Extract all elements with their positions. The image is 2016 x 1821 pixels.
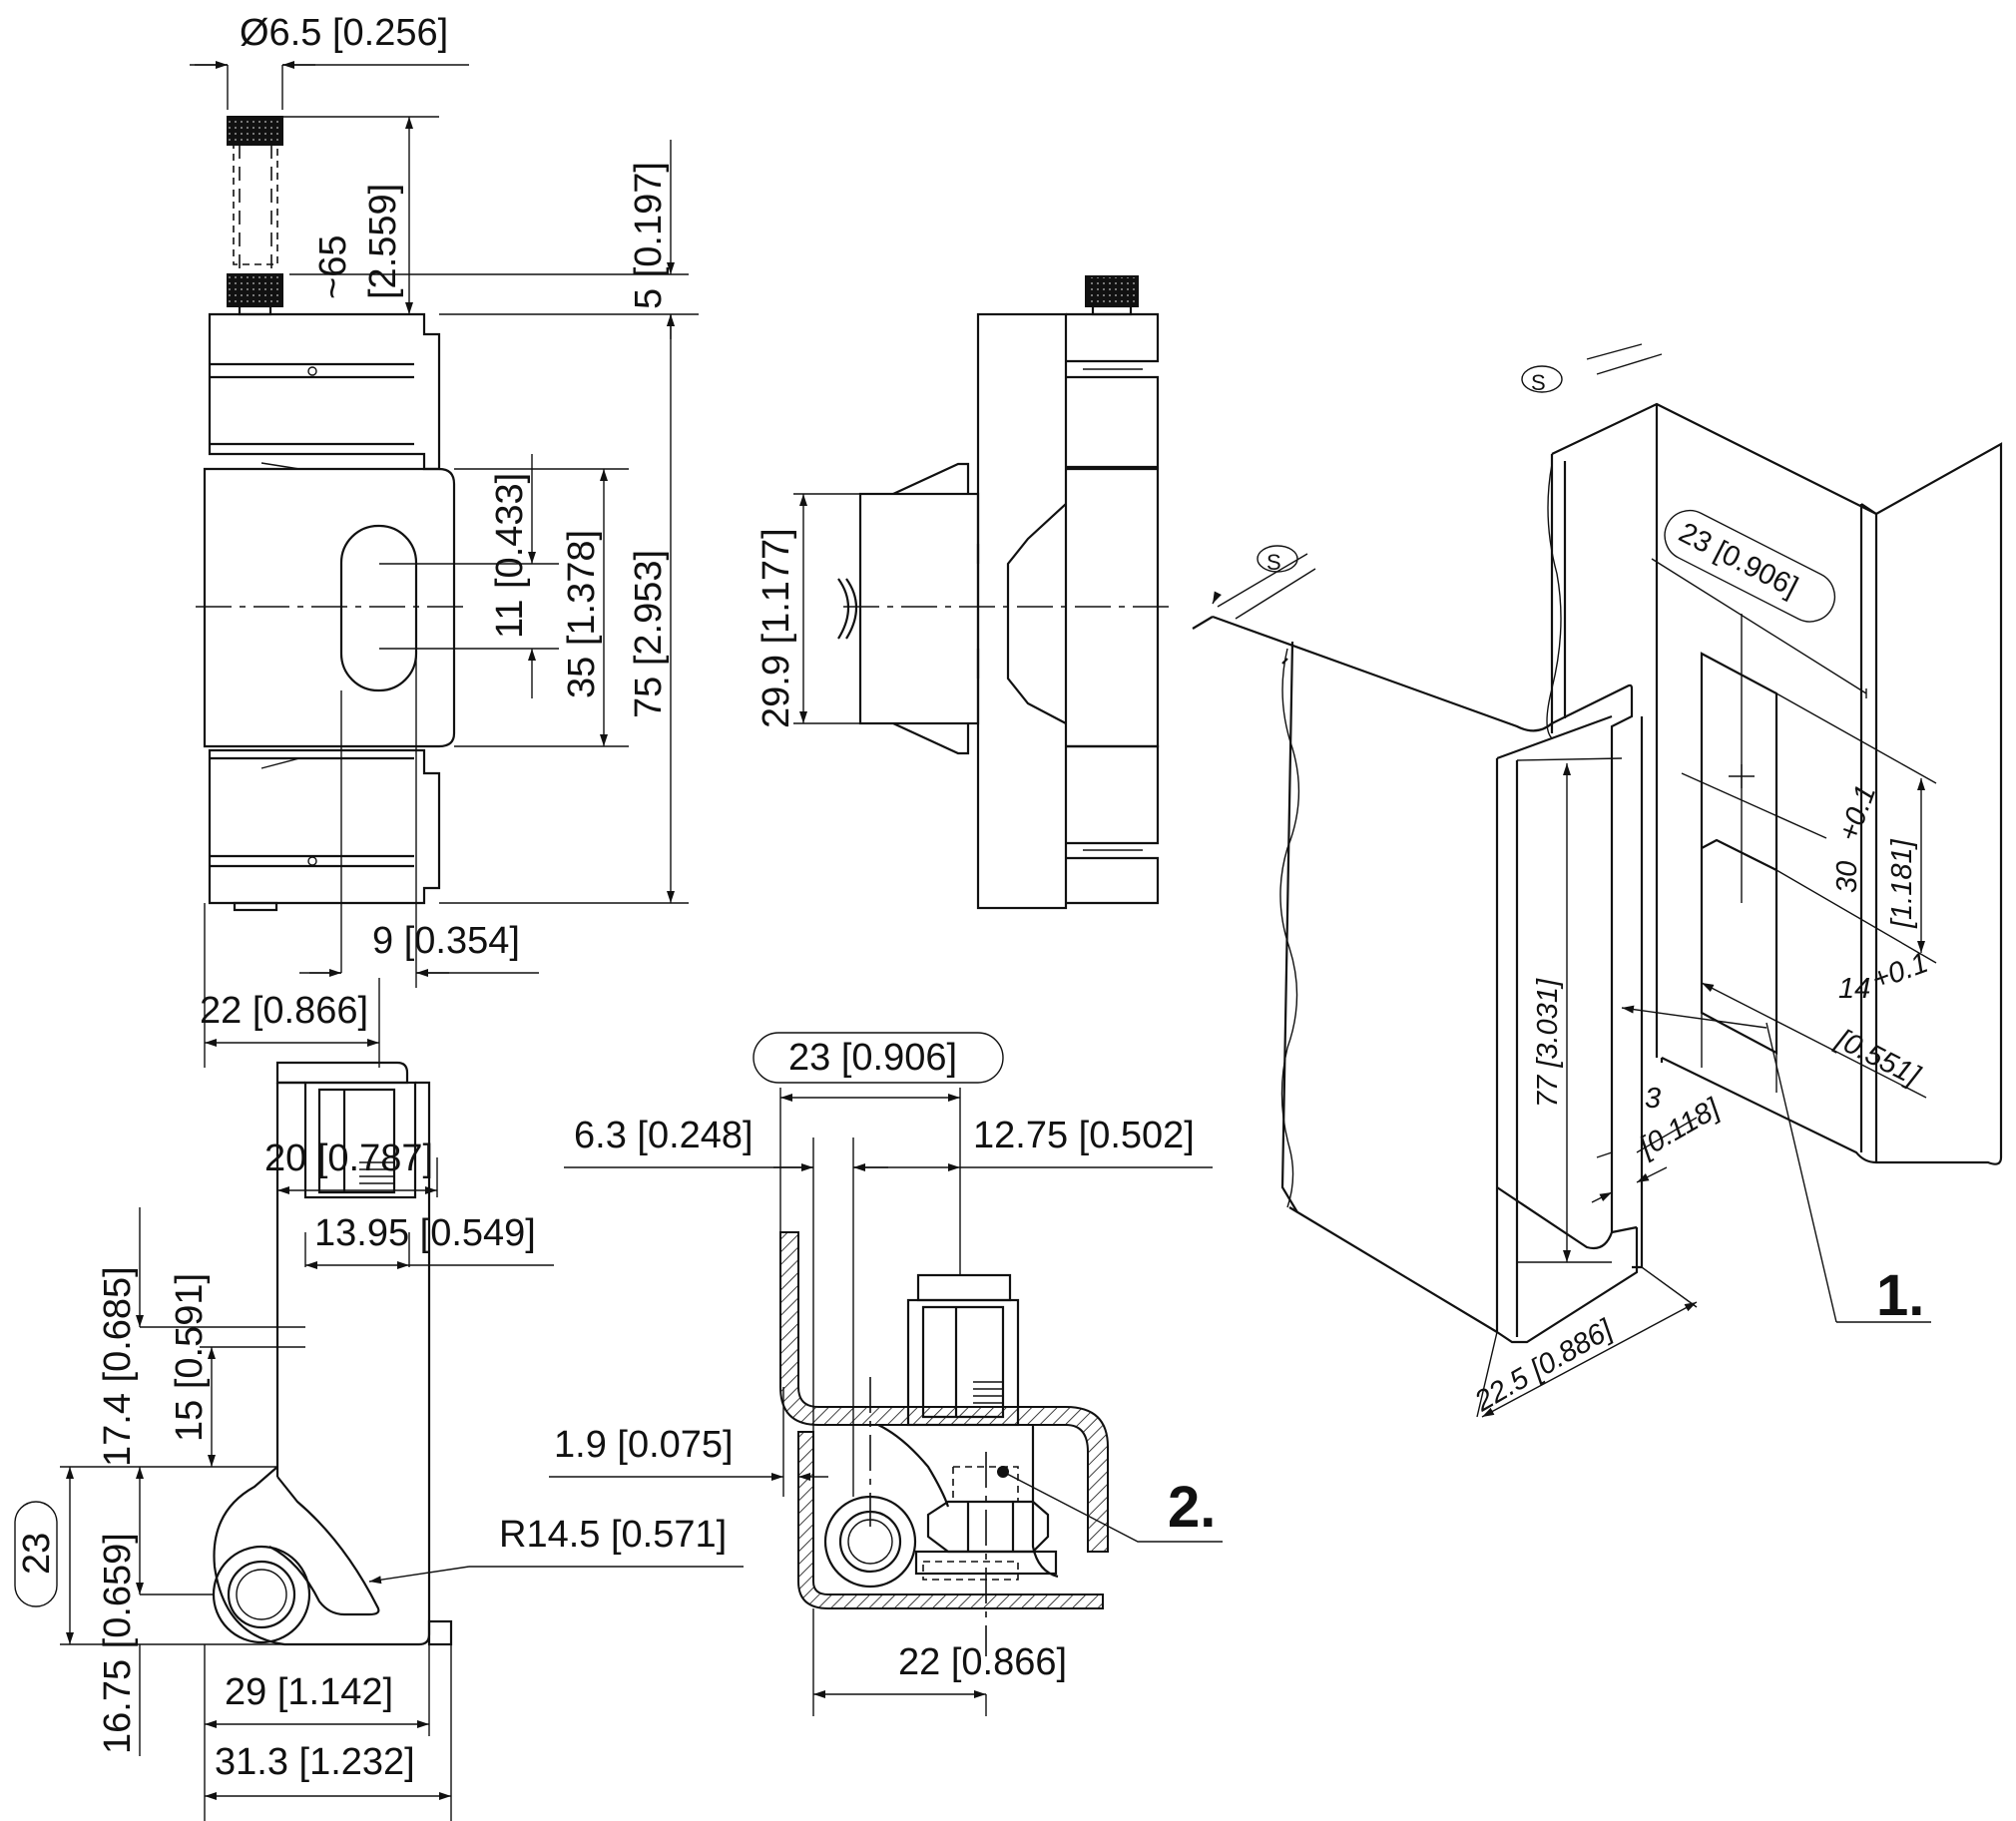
door-sheet xyxy=(1212,615,1634,1250)
cutout-opening xyxy=(1700,652,1778,1055)
height-16-75-label: 16.75 [0.659] xyxy=(97,1533,139,1754)
top-view: 20 [0.787] 13.95 [0.549] 17.4 [0.685] 15… xyxy=(14,1061,744,1821)
cutout-view: S S 23 [0.906] 30 +0.1 [1.181] 14 +0.1 [… xyxy=(1192,343,2003,1419)
bracket-height-label: 29.9 [1.177] xyxy=(756,528,797,728)
base-22-label: 22 [0.866] xyxy=(898,1641,1067,1683)
side-knob xyxy=(1085,275,1139,307)
lower-body xyxy=(208,748,441,905)
width-31-3-label: 31.3 [1.232] xyxy=(215,1741,415,1783)
width-13-95-label: 13.95 [0.549] xyxy=(314,1212,536,1254)
sheet-symbol-2 xyxy=(1521,365,1563,393)
boxed-23-label: 23 xyxy=(16,1533,58,1575)
width-14-inch-label: [0.551] xyxy=(1830,1023,1925,1093)
sheet-symbol-1-label: S xyxy=(1266,550,1281,575)
section-knob xyxy=(916,1273,1012,1302)
overall-height-label: 75 [2.953] xyxy=(628,550,670,718)
cutout-boxed-23-label: 23 [0.906] xyxy=(1674,517,1802,604)
width-20-label: 20 [0.787] xyxy=(264,1138,433,1179)
pin-diameter-label: Ø6.5 [0.256] xyxy=(240,12,448,54)
frame-sheet xyxy=(1551,402,2003,1165)
section-view: 2. 23 [0.906] 6.3 [0.248] 12.75 [0.502] … xyxy=(549,1032,1223,1716)
radius-label: R14.5 [0.571] xyxy=(499,1514,727,1556)
gap-3-label: 3 xyxy=(1645,1083,1661,1115)
frame-panel xyxy=(797,1431,1104,1609)
side-view: 29.9 [1.177] xyxy=(756,275,1173,910)
door-panel xyxy=(779,1231,1109,1553)
cutout-boxed-23 xyxy=(1664,509,1836,623)
offset-6-3-label: 6.3 [0.248] xyxy=(574,1115,754,1156)
pin-travel-inch-label: [2.559] xyxy=(362,184,404,299)
upper-body xyxy=(208,312,441,471)
gap-1-9-label: 1.9 [0.075] xyxy=(554,1424,734,1466)
knob-height-label: 5 [0.197] xyxy=(628,162,670,309)
slot xyxy=(339,524,418,692)
sheet-symbol-2-label: S xyxy=(1531,370,1546,395)
center-body xyxy=(203,467,456,748)
height-17-4-label: 17.4 [0.685] xyxy=(97,1266,139,1467)
pin-travel-label: ~65 xyxy=(312,235,354,299)
height-15-label: 15 [0.591] xyxy=(169,1273,211,1442)
side-body xyxy=(976,312,1068,910)
tol-30-label: +0.1 xyxy=(1833,781,1883,846)
body-width-label: 22 [0.866] xyxy=(200,990,368,1032)
callout-1-label: 1. xyxy=(1876,1263,1924,1328)
width-29-label: 29 [1.142] xyxy=(225,1671,393,1713)
tol-14-label: +0.1 xyxy=(1867,947,1932,997)
width-14-label: 14 xyxy=(1838,973,1870,1005)
callout-2-label: 2. xyxy=(1168,1475,1216,1540)
slot-width-label: 9 [0.354] xyxy=(372,920,520,962)
front-view: Ø6.5 [0.256] ~65 [2.559] 5 [0.197] 75 [2… xyxy=(190,12,699,1068)
hex-nut xyxy=(926,1500,1050,1554)
boxed-23-906-label: 23 [0.906] xyxy=(788,1037,957,1079)
boxed-23 xyxy=(14,1501,58,1607)
pin-knob xyxy=(227,273,283,307)
height-30-inch-label: [1.181] xyxy=(1886,838,1918,929)
boxed-23-906 xyxy=(753,1032,1004,1084)
pin-knob-top xyxy=(227,116,283,146)
height-30-label: 30 xyxy=(1831,861,1863,893)
bracket xyxy=(858,492,980,725)
center-body-label: 35 [1.378] xyxy=(561,530,603,698)
hinge-head xyxy=(303,1081,417,1199)
height-77-label: 77 [3.031] xyxy=(1532,978,1564,1108)
offset-12-75-label: 12.75 [0.502] xyxy=(973,1115,1195,1156)
slot-height-label: 11 [0.433] xyxy=(489,473,531,639)
